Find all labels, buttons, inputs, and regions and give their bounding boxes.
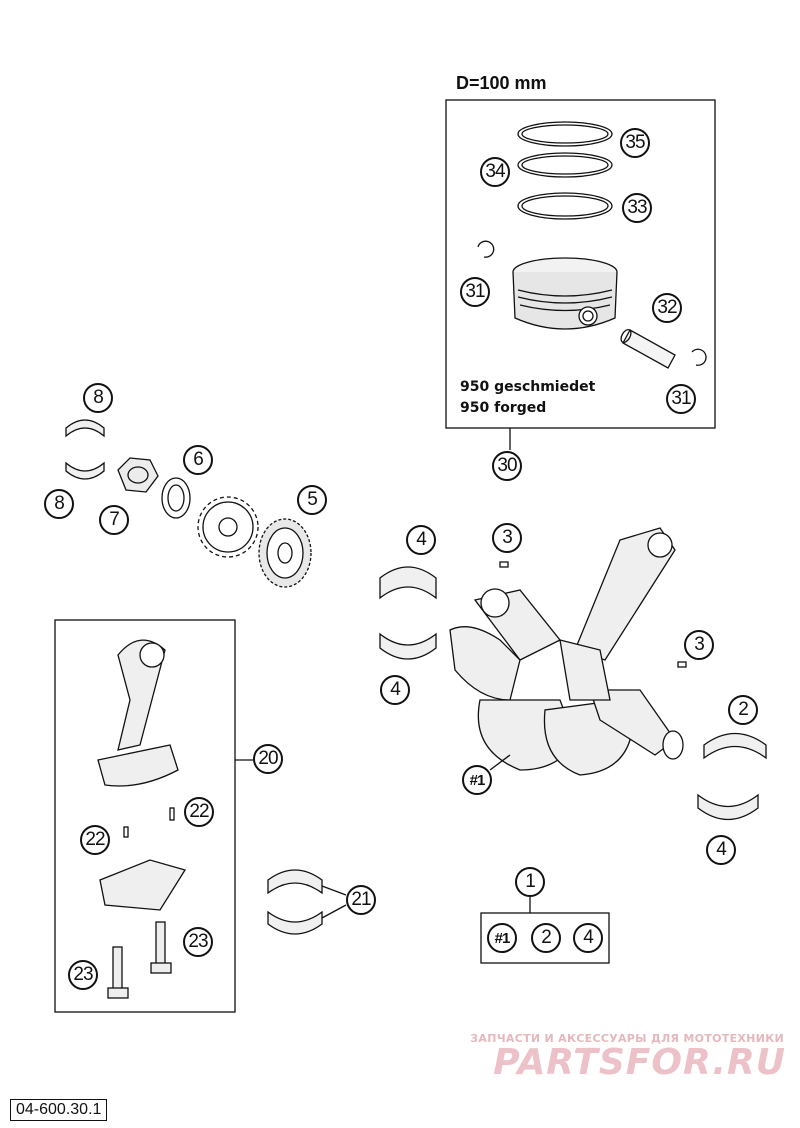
callout-4a: 4 (406, 525, 436, 555)
dowel-3a (499, 561, 509, 568)
callout-2: 2 (728, 695, 758, 725)
callout-3a: 3 (492, 523, 522, 553)
piston-kit-box (445, 99, 716, 429)
bearing-shell-2 (703, 732, 767, 760)
gear-5 (258, 518, 312, 588)
piston-ring-33 (517, 192, 613, 220)
circlip-31a (477, 240, 495, 258)
callout-1x: #1 (462, 765, 492, 795)
callout-8a: 8 (83, 383, 113, 413)
washer-6 (161, 477, 191, 519)
pin-22a (169, 807, 175, 821)
piston-kit-note: 950 geschmiedet 950 forged (460, 377, 595, 419)
callout-31b: 31 (666, 384, 696, 414)
callout-22b: 22 (80, 825, 110, 855)
callout-23a: 23 (183, 927, 213, 957)
circlip-31b (691, 348, 707, 366)
bearing-shell-4b (379, 632, 437, 660)
callout-8b: 8 (44, 489, 74, 519)
crankshaft-assembly (449, 527, 684, 776)
bearing-shell-4a (379, 566, 437, 600)
callout-4b: 4 (380, 675, 410, 705)
hex-nut-7 (117, 457, 159, 493)
callout-20: 20 (253, 744, 283, 774)
conrod-kit-box (54, 619, 236, 1013)
callout-3b: 3 (684, 630, 714, 660)
callout-22a: 22 (184, 797, 214, 827)
sprocket-gear (197, 496, 259, 558)
callout-21: 21 (346, 885, 376, 915)
piston (512, 257, 618, 330)
bearing-shell-21b (267, 910, 323, 935)
callout-6: 6 (183, 445, 213, 475)
leader-21a (321, 885, 347, 896)
watermark-tagline: ЗАПЧАСТИ И АКСЕССУАРЫ ДЛЯ МОТОТЕХНИКИ (470, 1032, 784, 1045)
callout-5: 5 (297, 485, 327, 515)
kit-item-1x: #1 (487, 923, 517, 953)
leader-1x (489, 754, 511, 771)
callout-33: 33 (622, 193, 652, 223)
kit-item-4: 4 (573, 923, 603, 953)
bearing-shell-4c (697, 793, 759, 821)
kit-item-2: 2 (531, 923, 561, 953)
callout-7: 7 (99, 505, 129, 535)
connecting-rod (97, 639, 179, 787)
callout-34: 34 (480, 157, 510, 187)
kit-1-box (480, 912, 610, 964)
bolt-23a (107, 946, 129, 999)
note-line-2: 950 forged (460, 400, 547, 416)
piston-ring-34 (517, 152, 613, 178)
bearing-shell-21a (267, 869, 323, 895)
bolt-23b (150, 921, 172, 974)
callout-4c: 4 (706, 835, 736, 865)
rod-cap (99, 859, 187, 911)
leader-21b (321, 904, 347, 919)
callout-30: 30 (492, 451, 522, 481)
piston-ring-35 (517, 121, 613, 147)
callout-32: 32 (652, 293, 682, 323)
callout-31a: 31 (460, 277, 490, 307)
note-line-1: 950 geschmiedet (460, 379, 596, 395)
dowel-3b (677, 661, 687, 668)
callout-23b: 23 (68, 960, 98, 990)
piston-pin-32 (620, 328, 676, 369)
piston-kit-title: D=100 mm (456, 73, 547, 93)
bearing-shell-8b (65, 461, 105, 480)
watermark-logo: PARTSFOR.RU (493, 1042, 786, 1083)
diagram-code: 04-600.30.1 (10, 1099, 108, 1121)
callout-35: 35 (620, 128, 650, 158)
bearing-shell-8a (65, 419, 105, 438)
callout-1: 1 (515, 867, 545, 897)
pin-22b (123, 826, 129, 838)
